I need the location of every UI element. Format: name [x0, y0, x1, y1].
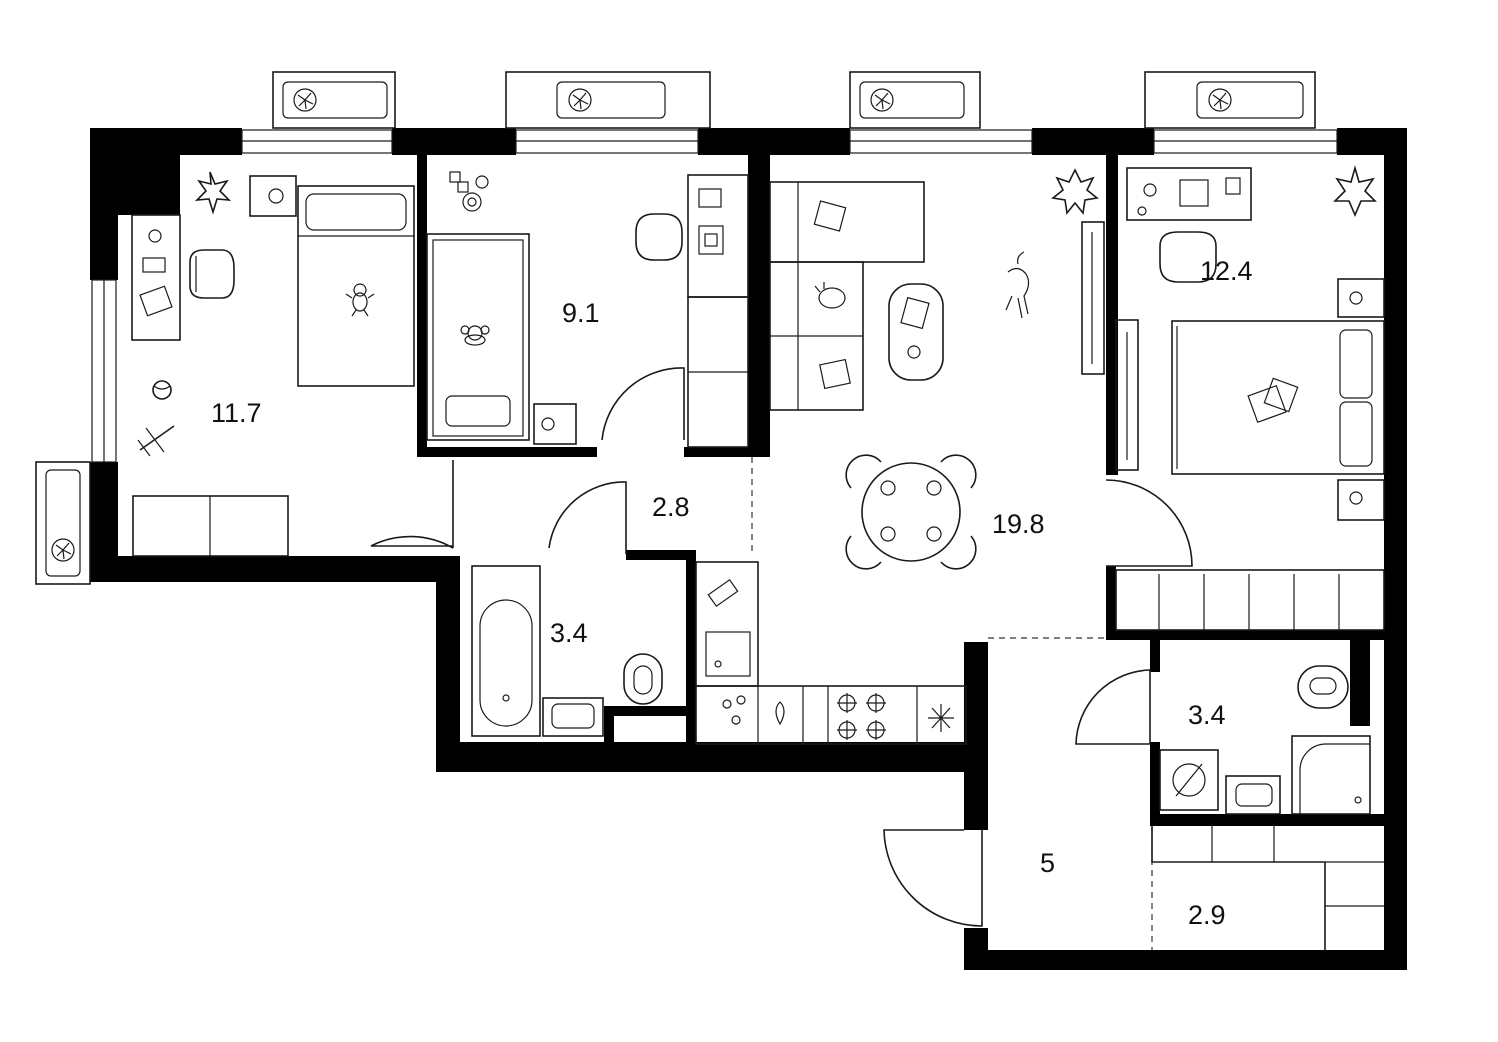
chair-icon [635, 213, 683, 261]
area-label-bedroom-right: 12.4 [1200, 256, 1253, 286]
table-icon [888, 283, 944, 381]
bed-icon [297, 185, 415, 387]
chair-icon [189, 249, 235, 299]
toy-plane-icon [137, 425, 175, 457]
plant-icon [1333, 165, 1377, 218]
ball-icon [152, 380, 172, 400]
room-bedroom-left [131, 171, 415, 557]
area-label-living-kitchen: 19.8 [992, 509, 1045, 539]
area-label-shower-room: 3.4 [1188, 700, 1226, 730]
dog-icon [1005, 251, 1030, 319]
wardrobe-icon [1151, 826, 1384, 950]
toilet-icon [1297, 665, 1349, 709]
sink-icon [1225, 775, 1281, 815]
desk-icon [131, 214, 181, 341]
room-bedroom-right [1105, 165, 1385, 631]
desk-icon [1126, 167, 1252, 221]
faucet-icon [722, 695, 746, 725]
nightstand-icon [249, 175, 297, 217]
teddy-icon [460, 325, 490, 346]
fan-icon [272, 71, 396, 129]
area-label-hall: 5 [1040, 848, 1055, 878]
fan-icon [505, 71, 711, 129]
bed-icon [426, 233, 530, 441]
water-heater-icon [1159, 749, 1219, 811]
chair-icon [1159, 231, 1217, 283]
toilet-icon [623, 653, 663, 705]
ac-units [35, 71, 1316, 585]
sink-icon [542, 697, 604, 737]
sink-icon [707, 578, 739, 608]
nightstand-icon [1337, 278, 1385, 521]
plant-icon [1051, 168, 1099, 215]
lamp-icon [541, 417, 555, 431]
teddy-icon [345, 283, 375, 317]
room-hall [883, 637, 1384, 950]
area-labels: 11.7 9.1 2.8 3.4 19.8 12.4 3.4 5 2.9 [211, 256, 1253, 930]
dining-table-icon [845, 454, 977, 570]
walls [90, 128, 1407, 970]
cat-icon [814, 282, 846, 309]
area-label-bathroom: 3.4 [550, 618, 588, 648]
room-living-kitchen [695, 168, 1105, 745]
kitchen-counter [695, 561, 967, 745]
desk-icon [687, 174, 749, 298]
windows [91, 129, 1338, 463]
bed-icon [1171, 320, 1385, 475]
bathtub-icon [471, 565, 541, 737]
tv-icon [1081, 221, 1105, 375]
area-label-corridor: 2.8 [652, 492, 690, 522]
wardrobe-icon [132, 495, 289, 557]
nightstand-icon [533, 403, 577, 445]
shower-tray-icon [1291, 735, 1371, 815]
water-heater-icon [775, 701, 785, 726]
stove-icon [837, 693, 886, 740]
fridge-icon [928, 704, 954, 732]
room-bathroom [471, 565, 663, 737]
fan-icon [1144, 71, 1316, 129]
sofa-icon [769, 181, 925, 411]
toys-icon [449, 171, 489, 212]
area-label-storage: 2.9 [1188, 900, 1226, 930]
fan-icon [849, 71, 981, 129]
wardrobe-icon [687, 296, 749, 448]
lamp-icon [268, 188, 284, 204]
area-label-bedroom-left: 11.7 [211, 398, 262, 428]
room-corridor [370, 367, 685, 554]
pillow-icon [813, 200, 851, 390]
fan-icon [35, 461, 91, 585]
room-shower [1075, 665, 1371, 815]
tv-icon [1115, 319, 1139, 471]
room-bedroom-child [426, 171, 749, 448]
area-label-bedroom-child: 9.1 [562, 298, 600, 328]
pillow-icon [1247, 377, 1299, 424]
plant-icon [194, 171, 232, 215]
wardrobe-icon [1115, 569, 1385, 631]
